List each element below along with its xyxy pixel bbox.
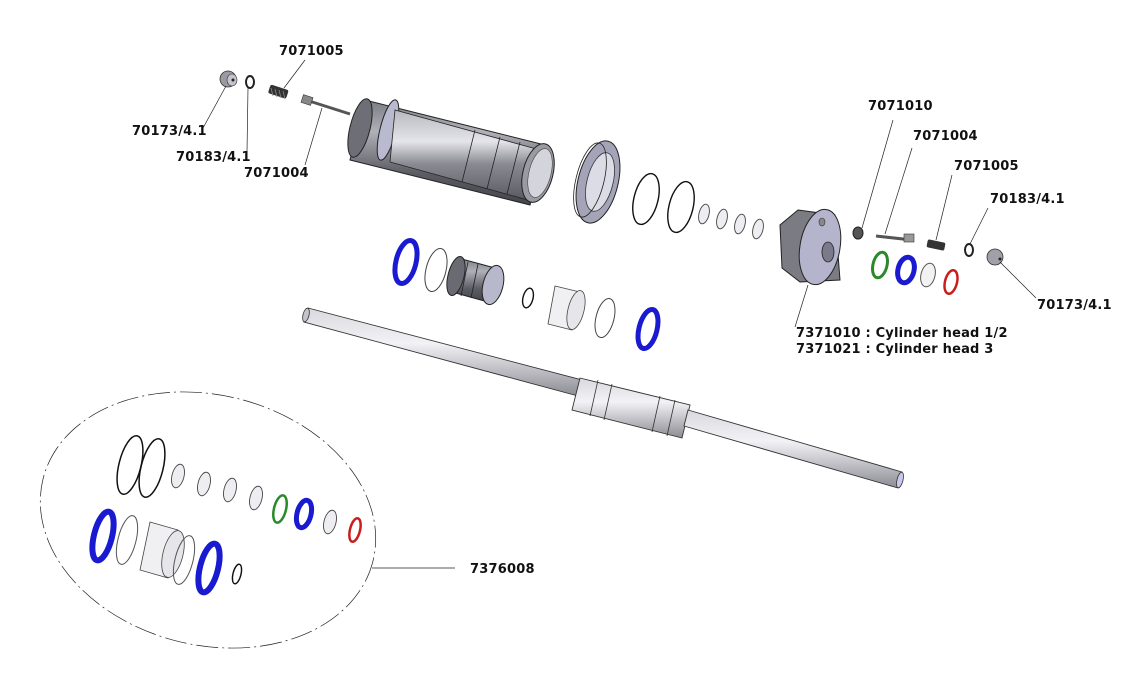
label-plug-right: 70173/4.1 xyxy=(1037,298,1112,313)
piston-rod xyxy=(302,307,904,489)
washer-right xyxy=(964,243,974,257)
label-seat-right: 7071010 xyxy=(868,99,933,114)
label-spring-left: 7071005 xyxy=(279,44,344,59)
label-washer-left: 70183/4.1 xyxy=(176,150,251,165)
guide-bushing xyxy=(547,285,586,331)
label-cylinder-head-1: 7371010 : Cylinder head 1/2 xyxy=(796,326,1008,341)
label-washer-right: 70183/4.1 xyxy=(990,192,1065,207)
label-cylinder-head-2: 7371021 : Cylinder head 3 xyxy=(796,342,994,357)
spring-left xyxy=(268,84,289,100)
label-spring-right: 7071005 xyxy=(954,159,1019,174)
piston xyxy=(446,255,505,306)
label-plug-left: 70173/4.1 xyxy=(132,124,207,139)
o-ring-small xyxy=(521,287,535,309)
plug-left xyxy=(219,70,238,88)
leader-lines-left xyxy=(202,59,323,166)
flange xyxy=(573,140,621,224)
spring-right xyxy=(926,239,946,251)
leader-lines-right xyxy=(794,119,1037,328)
seal-blue-1 xyxy=(392,238,420,286)
guide-rings-upper xyxy=(698,203,764,240)
seal-blue-2 xyxy=(635,306,661,352)
cylinder-head xyxy=(779,208,842,286)
o-ring-upper-2 xyxy=(667,180,695,234)
cylinder-body xyxy=(347,98,555,206)
valve-right xyxy=(875,233,915,243)
washer-left xyxy=(245,75,255,89)
valve-left xyxy=(300,94,351,116)
label-valve-left: 7071004 xyxy=(244,166,309,181)
label-valve-right: 7071004 xyxy=(913,129,978,144)
seal-kit-group xyxy=(39,391,455,649)
o-ring-upper-1 xyxy=(632,172,660,226)
backup-ring-1 xyxy=(424,248,448,292)
label-seal-kit: 7376008 xyxy=(470,562,535,577)
seat-right xyxy=(852,226,864,240)
plug-right xyxy=(986,248,1004,266)
backup-ring-2 xyxy=(594,297,616,339)
seals-right xyxy=(871,250,959,295)
